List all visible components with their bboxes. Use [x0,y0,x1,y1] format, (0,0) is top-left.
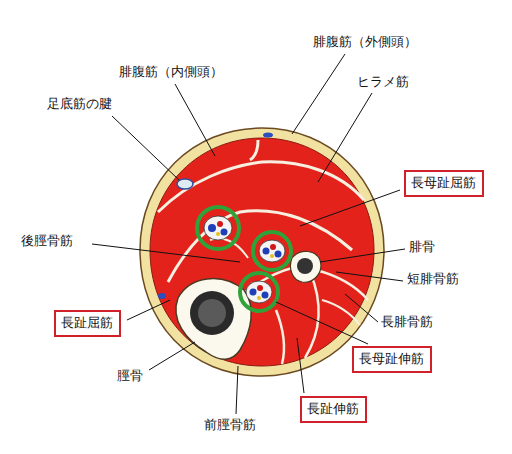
septum [250,140,258,160]
part-label: 前脛骨筋 [203,417,257,433]
tendon [177,179,193,189]
part-label: 足底筋の腱 [46,96,113,112]
neurovascular-bundle [240,273,278,311]
muscle-label: 長母趾伸筋 [359,351,425,367]
septum [322,300,360,325]
septum [158,162,364,212]
vein [263,133,273,138]
highlight-box: 長趾伸筋 [300,396,367,423]
muscle-mass [150,138,374,366]
part-label: 腓腹筋（内側頭） [118,64,224,80]
muscle-label: 長趾屈筋 [61,315,114,331]
fibula-bone [290,251,320,282]
septum [305,272,318,358]
bone-marrow [190,291,234,335]
part-label: 腓骨 [408,239,436,255]
part-label: 後脛骨筋 [20,233,74,249]
septum [276,310,284,364]
highlight-box: 長趾屈筋 [54,310,121,337]
part-label: 長腓骨筋 [380,314,434,330]
part-label: ヒラメ筋 [356,74,410,90]
septum [316,270,368,300]
bone-marrow [198,299,226,327]
muscle-label: 長趾伸筋 [307,401,360,417]
part-label: 短腓骨筋 [406,271,460,287]
highlight-box: 長母趾屈筋 [404,170,484,197]
bone-marrow [297,258,313,274]
neurovascular-bundle [253,232,291,270]
neurovascular-bundle [197,207,239,249]
highlight-box: 長母趾伸筋 [352,346,432,373]
skin-layer [140,128,384,376]
muscle-label: 長母趾屈筋 [411,175,477,191]
part-label: 腓腹筋（外側頭） [312,34,418,50]
vein [158,293,166,299]
part-label: 脛骨 [116,368,144,384]
